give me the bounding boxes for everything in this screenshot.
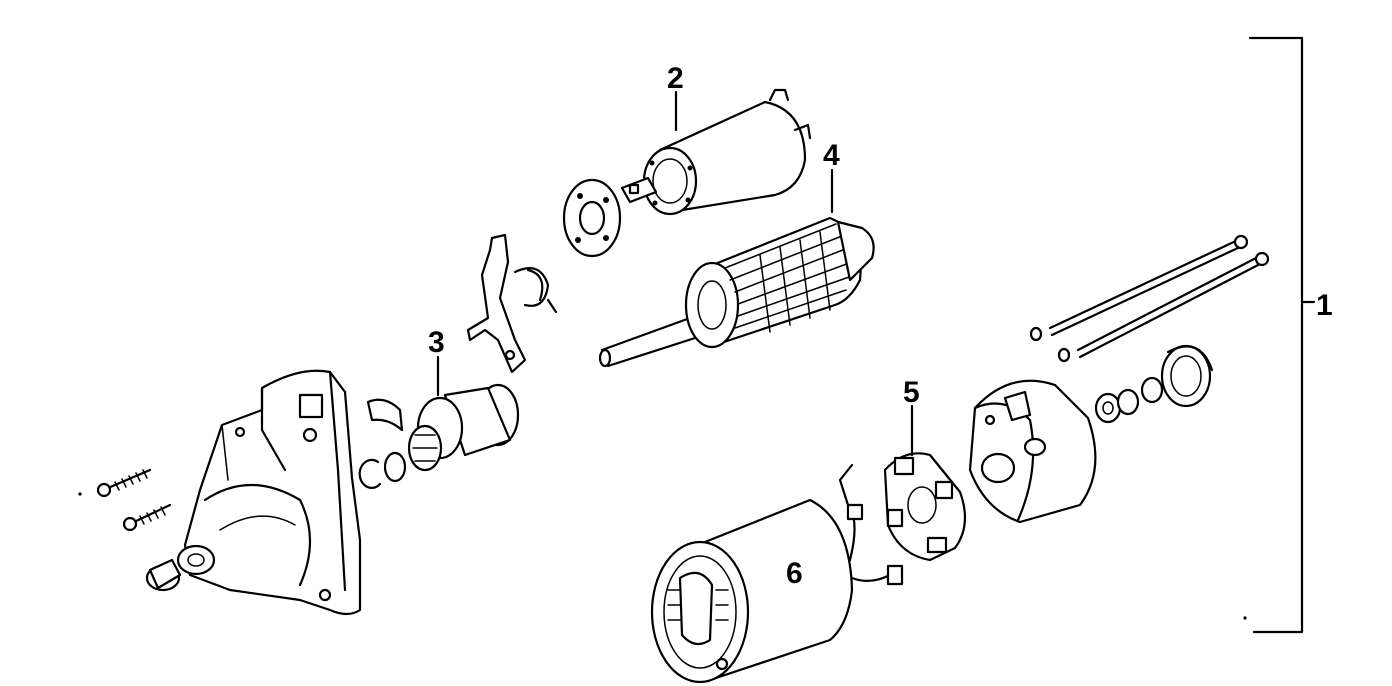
commutator-end-frame	[968, 379, 1097, 524]
brush-holder	[883, 452, 967, 562]
housing-bolt-2	[122, 503, 172, 532]
callout-1: 1	[1316, 289, 1333, 322]
field-frame	[650, 498, 854, 684]
shift-lever	[466, 233, 527, 374]
washer-1	[1094, 392, 1122, 424]
assembly-bracket	[1248, 36, 1316, 634]
solenoid	[620, 88, 812, 216]
callout-4: 4	[823, 139, 840, 172]
washer-2	[1116, 388, 1140, 416]
drive-clutch	[407, 383, 520, 472]
housing-bolt-1	[96, 468, 152, 498]
solenoid-gasket	[562, 178, 622, 258]
lever-spring	[513, 267, 558, 314]
retaining-rings	[358, 451, 407, 489]
callout-5: 5	[903, 376, 920, 409]
end-cap	[1160, 344, 1214, 408]
callout-2: 2	[667, 62, 684, 95]
washer-3	[1140, 376, 1164, 404]
through-bolt-1	[1029, 234, 1249, 342]
stop-collar	[366, 398, 404, 432]
drive-end-housing	[176, 369, 362, 616]
stray-dot	[78, 492, 82, 496]
field-lead-wire	[838, 463, 904, 586]
armature	[598, 216, 875, 368]
callout-6: 6	[786, 557, 803, 590]
through-bolt-2	[1057, 251, 1270, 363]
bushing	[145, 558, 182, 592]
stray-dot	[1243, 616, 1247, 620]
callout-3: 3	[428, 326, 445, 359]
